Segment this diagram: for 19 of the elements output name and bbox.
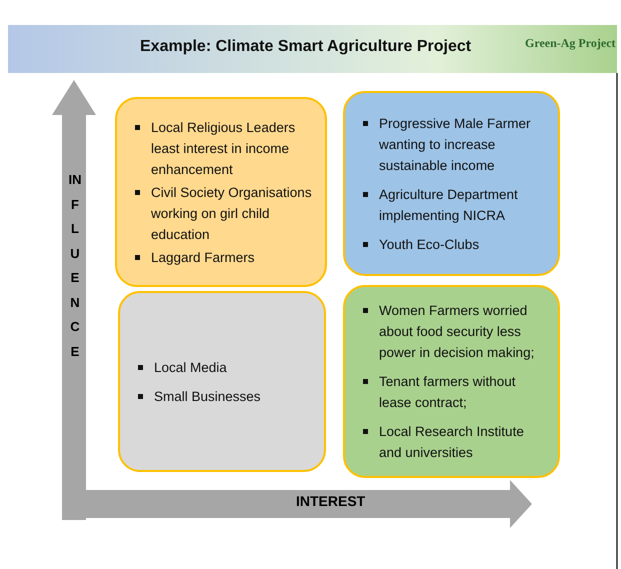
title: Example: Climate Smart Agriculture Project (140, 38, 472, 56)
bullet-item: Tenant farmers without lease contract; (359, 371, 548, 413)
axis-label: INTEREST (296, 493, 366, 509)
bullet-item: Laggard Farmers (131, 246, 315, 268)
bullet-item: Progressive Male Farmer wanting to increase sustainable income (359, 112, 548, 176)
bullet-item: Local Media (134, 356, 314, 378)
bullet-item: Local Research Institute and universities (359, 421, 548, 463)
quadrant-box (343, 285, 560, 478)
bullet-item: Agriculture Department implementing NICRA (359, 184, 548, 226)
quadrant-box (115, 97, 327, 287)
bullet-item: Youth Eco-Clubs (359, 234, 548, 254)
quadrant-box (343, 91, 560, 276)
project-label: Green-Ag Project (525, 36, 616, 51)
bullet-item: Women Farmers worried about food security less power in decision making; (359, 300, 548, 363)
bullet-item: Small Businesses (134, 386, 314, 406)
quadrant-box (118, 291, 326, 472)
axis-label: INFLUENCE (68, 171, 82, 360)
bullet-item: Civil Society Organisations working on girl child education (131, 182, 315, 244)
bullet-item: Local Religious Leaders least interest in income enhancement (131, 116, 315, 180)
